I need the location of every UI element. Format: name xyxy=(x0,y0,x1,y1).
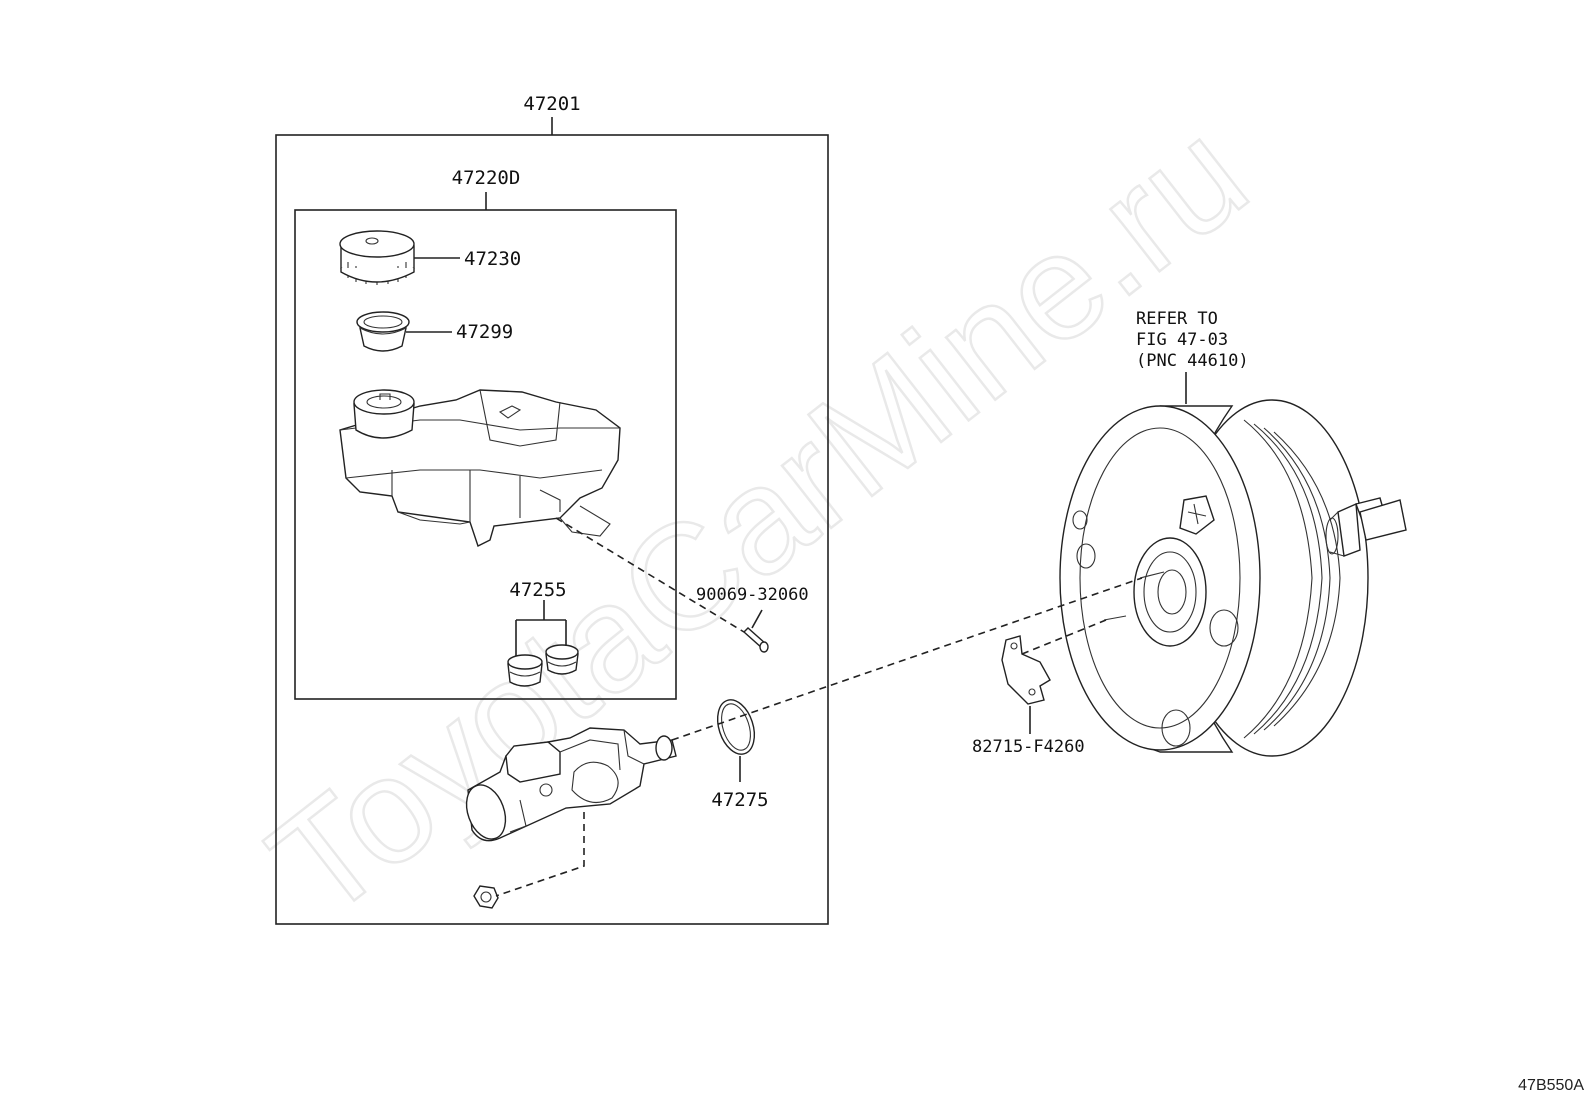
brake-booster-part xyxy=(1059,399,1407,757)
booster-reference-line2: FIG 47-03 xyxy=(1136,330,1228,350)
label-47299: 47299 xyxy=(456,321,513,343)
nut-part xyxy=(473,885,499,909)
grommets-part xyxy=(507,644,579,687)
label-90069-32060: 90069-32060 xyxy=(696,585,809,605)
plate-part xyxy=(1001,635,1051,705)
diagram-code: 47B550A xyxy=(1518,1077,1584,1094)
o-ring-part xyxy=(716,699,756,755)
reservoir-tank-part xyxy=(339,389,621,547)
label-47275: 47275 xyxy=(711,789,768,811)
pin-part xyxy=(742,627,769,653)
label-47230: 47230 xyxy=(464,248,521,270)
reservoir-cap-part xyxy=(339,230,415,285)
booster-reference-line3: (PNC 44610) xyxy=(1136,351,1249,371)
label-47255: 47255 xyxy=(509,579,566,601)
reservoir-strainer-part xyxy=(356,311,410,352)
label-82715-f4260: 82715-F4260 xyxy=(972,737,1085,757)
master-cylinder-part xyxy=(465,727,677,842)
label-47201: 47201 xyxy=(523,93,580,115)
label-47220d: 47220D xyxy=(452,167,521,189)
booster-reference-line1: REFER TO xyxy=(1136,309,1218,329)
